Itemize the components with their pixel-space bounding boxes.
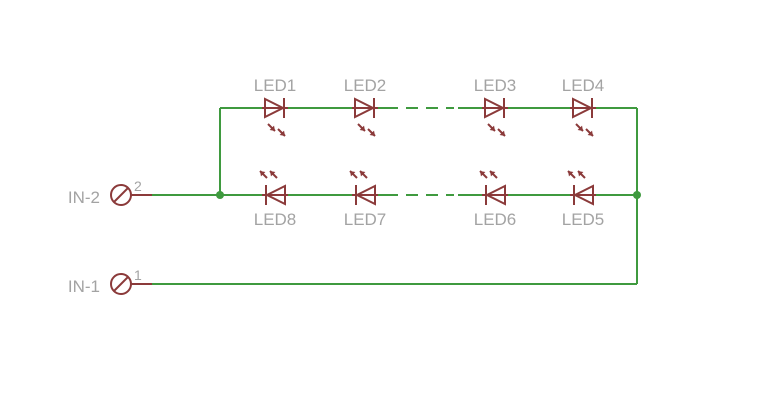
led-bottom[interactable]: LED7 bbox=[344, 170, 387, 229]
connector-in1[interactable]: IN-1 1 bbox=[68, 267, 152, 296]
led-top[interactable]: LED4 bbox=[562, 76, 605, 137]
connector-label: IN-2 bbox=[68, 188, 100, 207]
pin-number: 2 bbox=[134, 178, 142, 194]
arrow-head bbox=[499, 130, 505, 136]
diode-icon bbox=[264, 97, 286, 119]
led-label: LED1 bbox=[254, 76, 297, 95]
terminal-slash bbox=[113, 276, 129, 292]
diode-icon bbox=[354, 97, 376, 119]
arrow-head bbox=[577, 125, 583, 131]
diode-icon bbox=[572, 97, 594, 119]
connector-in2[interactable]: IN-2 2 bbox=[68, 178, 152, 207]
arrow-head bbox=[269, 125, 275, 131]
led-label: LED2 bbox=[344, 76, 387, 95]
connector-label: IN-1 bbox=[68, 277, 100, 296]
arrow-head bbox=[490, 171, 496, 177]
junction-dot bbox=[216, 191, 224, 199]
diode-icon bbox=[484, 184, 506, 206]
arrow-head bbox=[260, 171, 266, 177]
led-top[interactable]: LED3 bbox=[474, 76, 517, 137]
arrow-head bbox=[360, 171, 366, 177]
led-label: LED4 bbox=[562, 76, 605, 95]
terminal-slash bbox=[113, 187, 129, 203]
wires bbox=[134, 107, 638, 285]
led-label: LED8 bbox=[254, 210, 297, 229]
led-label: LED3 bbox=[474, 76, 517, 95]
led-label: LED7 bbox=[344, 210, 387, 229]
arrow-head bbox=[369, 130, 375, 136]
diode-icon bbox=[572, 184, 594, 206]
arrow-head bbox=[270, 171, 276, 177]
led-bottom[interactable]: LED5 bbox=[562, 170, 605, 229]
pin-number: 1 bbox=[134, 267, 142, 283]
junction-dot bbox=[633, 191, 641, 199]
arrow-head bbox=[480, 171, 486, 177]
arrow-head bbox=[279, 130, 285, 136]
arrow-head bbox=[587, 130, 593, 136]
arrow-head bbox=[489, 125, 495, 131]
diode-icon bbox=[354, 184, 376, 206]
continuation-dashes bbox=[406, 107, 454, 196]
diode-icon bbox=[484, 97, 506, 119]
arrow-head bbox=[359, 125, 365, 131]
led-bottom[interactable]: LED8 bbox=[254, 170, 297, 229]
led-label: LED6 bbox=[474, 210, 517, 229]
diode-icon bbox=[264, 184, 286, 206]
led-top[interactable]: LED2 bbox=[344, 76, 387, 137]
arrow-head bbox=[350, 171, 356, 177]
arrow-head bbox=[568, 171, 574, 177]
led-top[interactable]: LED1 bbox=[254, 76, 297, 137]
led-label: LED5 bbox=[562, 210, 605, 229]
led-bottom[interactable]: LED6 bbox=[474, 170, 517, 229]
arrow-head bbox=[578, 171, 584, 177]
